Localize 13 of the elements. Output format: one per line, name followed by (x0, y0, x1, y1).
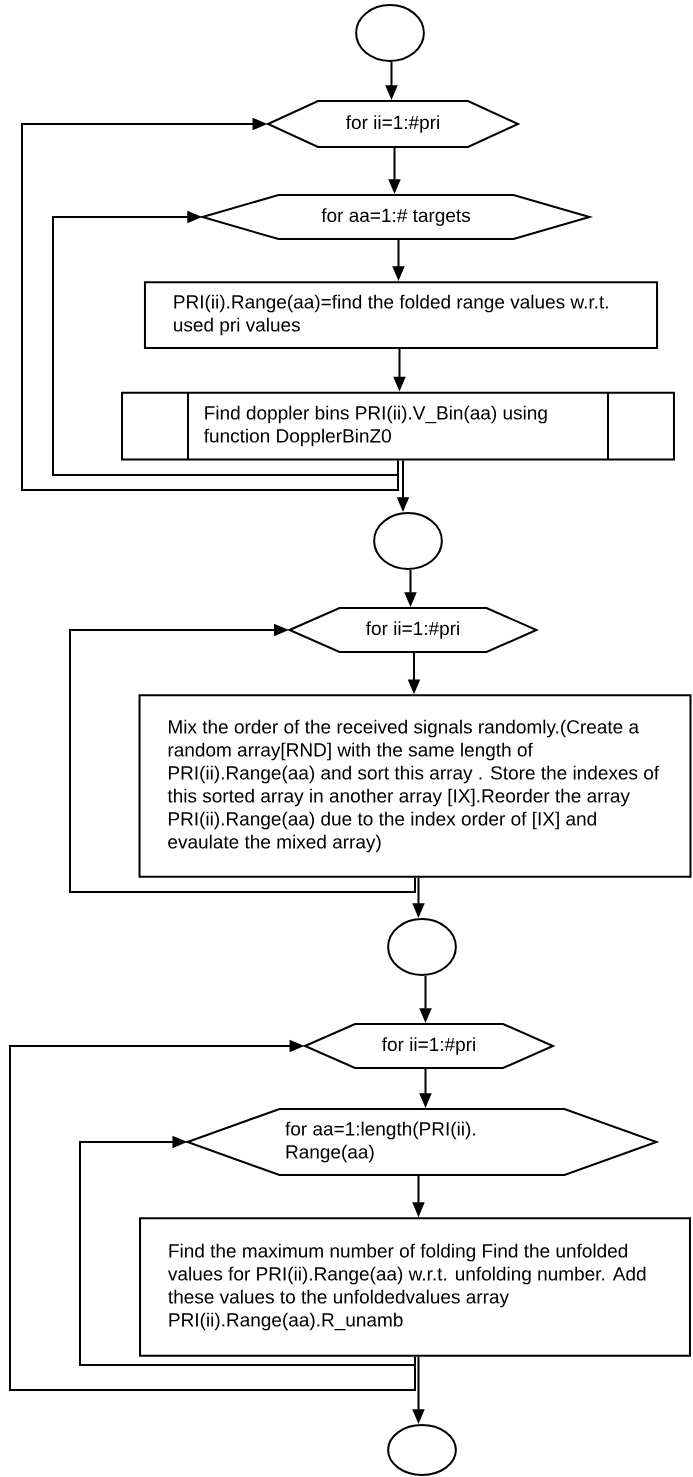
process-box: Find the maximum number of folding Find the unfolded values for PRI(ii).Range(aa) w.r.t. unfolding number. Add these values to the unfoldedvalues array PRI(ii).Range(aa).R_unamb (139, 1217, 691, 1357)
subroutine-box: Find doppler bins PRI(ii).V_Bin(aa) using function DopplerBinZ0 (121, 391, 675, 461)
connector-circle (387, 918, 457, 976)
process-box: Mix the order of the received signals randomly.(Create a random array[RND] with the same length of PRI(ii).Range(aa) and sort this array . Store the indexes of this sorted array in another array [IX].Reorder the array PRI(ii).Range(aa) due to the index order of [IX] and evaulate the mixed array) (138, 694, 692, 878)
connector-circle (355, 4, 425, 62)
process-box: PRI(ii).Range(aa)=find the folded range values w.r.t. used pri values (143, 281, 659, 349)
arrow (79, 1135, 416, 1366)
arrow (21, 117, 399, 491)
arrow (9, 1039, 416, 1391)
arrow (52, 210, 399, 476)
connector-circle (373, 512, 443, 570)
connector-circle (387, 1424, 457, 1476)
arrow (69, 623, 416, 893)
